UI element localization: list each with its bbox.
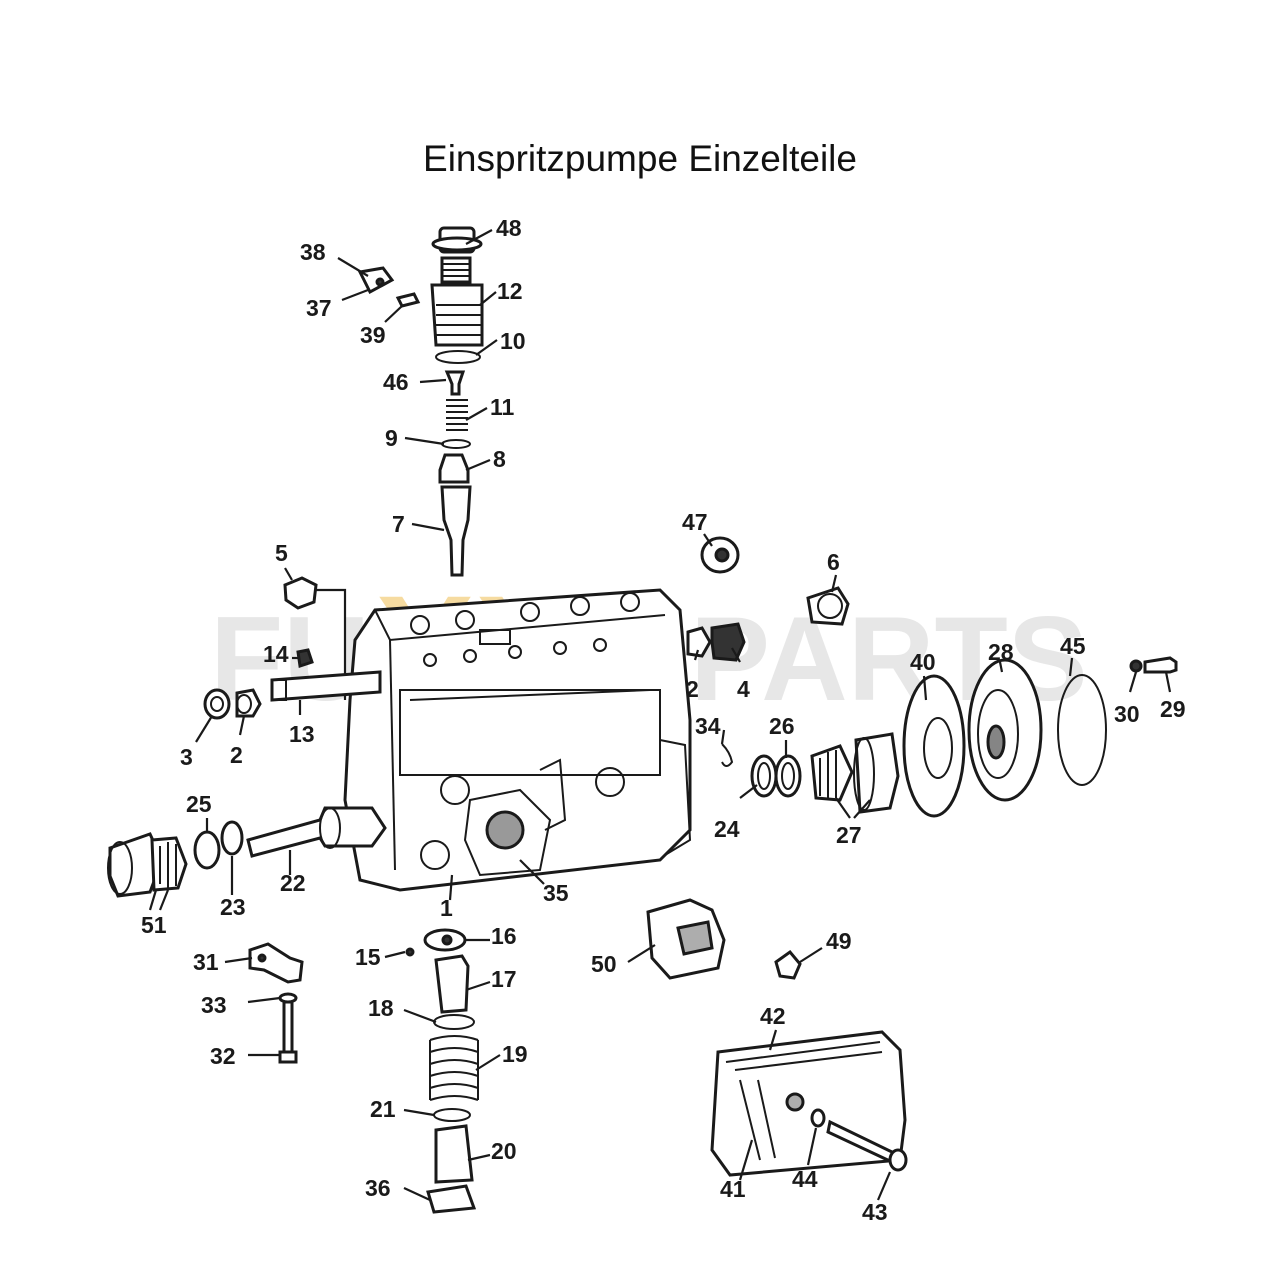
label-part-5: 5: [275, 540, 288, 566]
label-part-15: 15: [355, 944, 381, 970]
label-part-1: 1: [440, 895, 453, 921]
drive-end-assembly: [721, 656, 1178, 818]
label-part-3: 3: [180, 744, 193, 770]
label-part-35: 35: [543, 880, 569, 906]
label-part-18: 18: [368, 995, 394, 1021]
label-part-29: 29: [1160, 696, 1186, 722]
label-part-37: 37: [306, 295, 332, 321]
page-title: Einspritzpumpe Einzelteile: [423, 138, 857, 179]
label-part-10: 10: [500, 328, 526, 354]
lever-and-bolt: [248, 942, 304, 1064]
leader-lines: [148, 229, 1172, 1201]
label-part-30: 30: [1114, 701, 1140, 727]
label-part-46: 46: [383, 369, 409, 395]
label-part-39: 39: [360, 322, 386, 348]
cover-plate-assembly: [646, 898, 908, 1177]
delivery-valve-stack: [430, 226, 484, 577]
plunger-column: [405, 928, 479, 1214]
camshaft-assembly: [107, 806, 387, 898]
label-part-38: 38: [300, 239, 326, 265]
label-part-7: 7: [392, 511, 405, 537]
label-part-22: 22: [280, 870, 306, 896]
label-part-2-left: 2: [230, 742, 243, 768]
label-part-33: 33: [201, 992, 227, 1018]
label-part-12: 12: [497, 278, 523, 304]
label-part-40: 40: [910, 649, 936, 675]
label-part-8: 8: [493, 446, 506, 472]
pump-housing: [310, 588, 692, 892]
label-part-24: 24: [714, 816, 740, 842]
label-part-50: 50: [591, 951, 617, 977]
label-part-43: 43: [862, 1199, 888, 1225]
left-bushings: [203, 670, 382, 720]
label-part-48: 48: [496, 215, 522, 241]
part-labels: 48 38 12 37 39 10 46 11 9 8 7 47 5 6 45 …: [141, 215, 1186, 1225]
label-part-6: 6: [827, 549, 840, 575]
label-part-49: 49: [826, 928, 852, 954]
label-part-19: 19: [502, 1041, 528, 1067]
label-part-31: 31: [193, 949, 219, 975]
label-part-36: 36: [365, 1175, 391, 1201]
label-part-4: 4: [737, 676, 750, 702]
label-part-51: 51: [141, 912, 167, 938]
label-part-27: 27: [836, 822, 862, 848]
label-part-2-right: 2: [686, 676, 699, 702]
label-part-32: 32: [210, 1043, 236, 1069]
label-part-14: 14: [263, 641, 289, 667]
small-fittings-left: [283, 266, 421, 668]
label-part-44: 44: [792, 1166, 818, 1192]
label-part-13: 13: [289, 721, 315, 747]
label-part-41: 41: [720, 1176, 746, 1202]
label-part-23: 23: [220, 894, 246, 920]
label-part-9: 9: [385, 425, 398, 451]
label-part-26: 26: [769, 713, 795, 739]
label-part-25: 25: [186, 791, 212, 817]
label-part-16: 16: [491, 923, 517, 949]
right-bushings: [686, 536, 850, 662]
label-part-47: 47: [682, 509, 708, 535]
label-part-34: 34: [695, 713, 721, 739]
label-part-28: 28: [988, 639, 1014, 665]
label-part-21: 21: [370, 1096, 396, 1122]
label-part-11: 11: [490, 394, 515, 420]
label-part-20: 20: [491, 1138, 517, 1164]
label-part-45: 45: [1060, 633, 1086, 659]
label-part-42: 42: [760, 1003, 786, 1029]
label-part-17: 17: [491, 966, 517, 992]
